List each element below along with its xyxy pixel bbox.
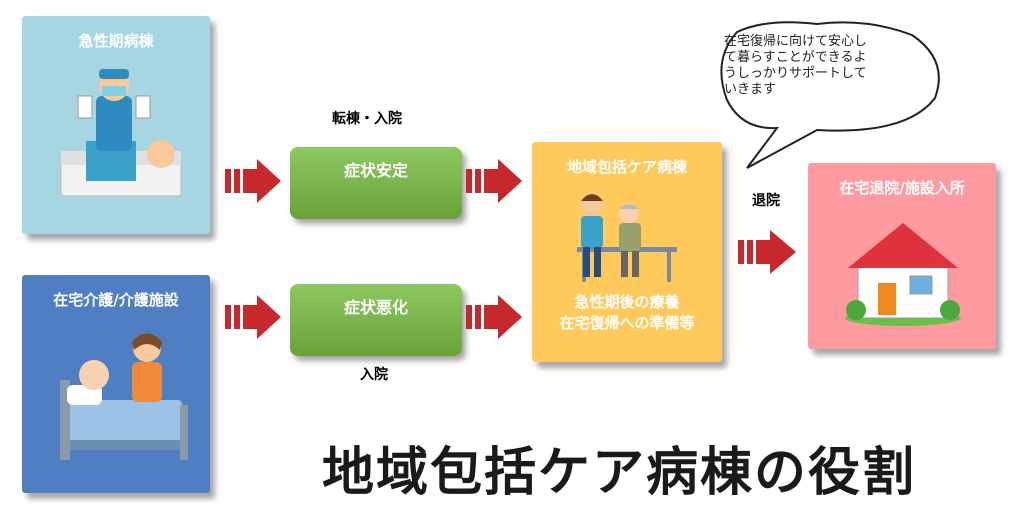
caregiver-illustration	[60, 333, 188, 460]
bubble-line-3: うしっかりサポートして	[724, 66, 867, 81]
homecare-title: 在宅介護/介護施設	[53, 291, 179, 309]
house-illustration	[845, 223, 961, 326]
homecare-card: 在宅介護/介護施設	[22, 275, 210, 493]
arrow-homecare-to-worse	[225, 295, 281, 339]
community-care-ward-card: 地域包括ケア病棟 急性期後の療養 在宅復帰への準備等	[532, 142, 722, 362]
stable-box: 症状安定	[290, 147, 462, 219]
rehab-illustration	[577, 194, 677, 282]
leave-label: 退院	[752, 193, 780, 209]
bubble-line-2: て暮らすことができるよ	[724, 50, 867, 65]
arrow-ward-to-discharge	[738, 230, 796, 274]
ward-description: 急性期後の療養 在宅復帰への準備等	[532, 292, 722, 334]
arrow-acute-to-stable	[225, 159, 281, 203]
page-title: 地域包括ケア病棟の役割	[322, 443, 917, 503]
arrow-stable-to-ward	[466, 159, 522, 203]
discharge-card: 在宅退院/施設入所	[808, 163, 996, 349]
ward-desc-line-1: 急性期後の療養	[574, 293, 680, 311]
ward-title: 地域包括ケア病棟	[566, 158, 687, 176]
bubble-line-1: 在宅復帰に向けて安心し	[724, 34, 868, 49]
discharge-title: 在宅退院/施設入所	[839, 179, 965, 197]
arrow-worse-to-ward	[466, 295, 522, 339]
speech-bubble-text: 在宅復帰に向けて安心し て暮らすことができるよ うしっかりサポートして いきます	[724, 34, 934, 98]
bubble-line-4: いきます	[724, 82, 777, 97]
admit-label: 入院	[360, 367, 388, 383]
acute-ward-card: 急性期病棟	[22, 16, 210, 234]
speech-bubble	[720, 21, 940, 169]
ward-desc-line-2: 在宅復帰への準備等	[559, 314, 695, 332]
acute-ward-title: 急性期病棟	[78, 32, 154, 50]
worse-box: 症状悪化	[290, 284, 462, 356]
transfer-label: 転棟・入院	[332, 111, 402, 127]
surgeon-illustration	[60, 69, 182, 197]
